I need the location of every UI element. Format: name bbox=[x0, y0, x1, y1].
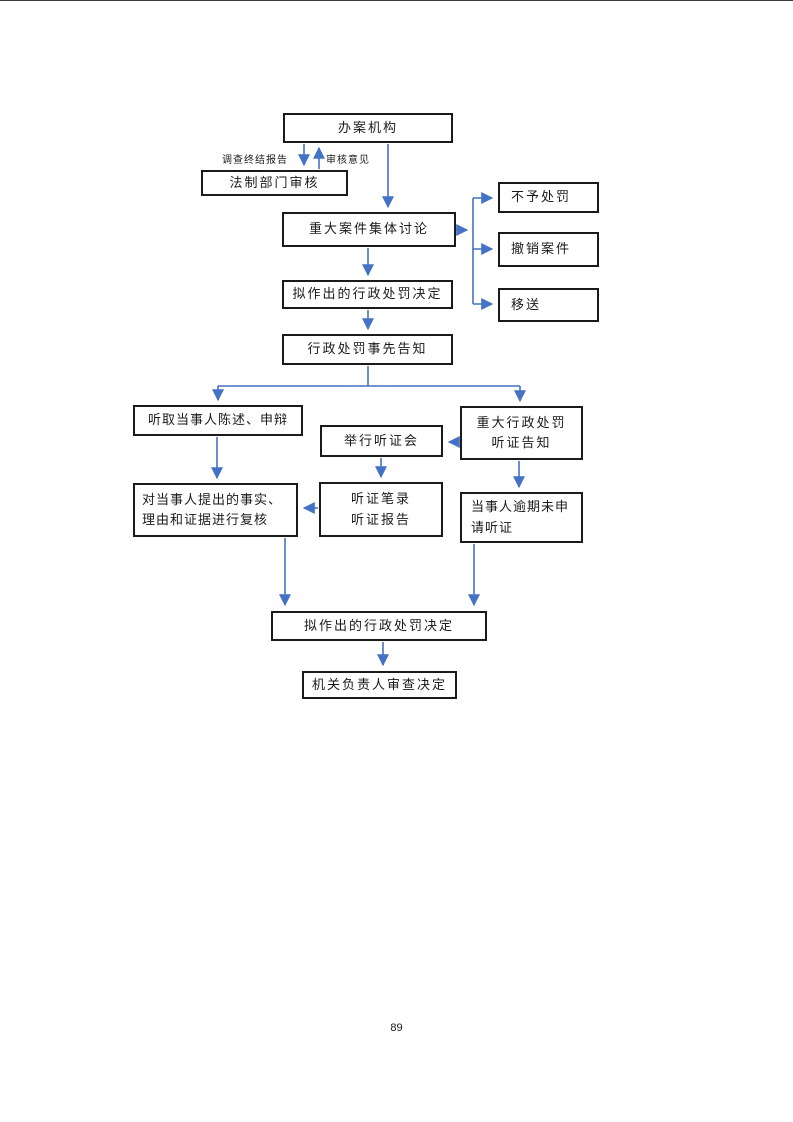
node-label: 法制部门审核 bbox=[229, 174, 320, 190]
flow-connectors bbox=[211, 144, 526, 667]
node-overdue-no-hearing: 当事人逾期未申 请听证 bbox=[460, 492, 583, 543]
node-label: 不予处罚 bbox=[511, 189, 572, 205]
node-withdraw-case: 撤销案件 bbox=[498, 232, 599, 267]
edge-label-review-opinion: 审核意见 bbox=[326, 155, 370, 166]
node-major-case-discussion: 重大案件集体讨论 bbox=[282, 212, 456, 247]
edge-label-investigation-report: 调查终结报告 bbox=[222, 155, 288, 166]
node-label-line1: 重大行政处罚 bbox=[476, 414, 567, 430]
node-label: 拟作出的行政处罚决定 bbox=[303, 617, 454, 633]
node-label-line2: 听证告知 bbox=[491, 435, 552, 450]
node-label: 撤销案件 bbox=[511, 241, 572, 257]
page-top-border bbox=[0, 0, 793, 1]
node-label-line2: 理由和证据进行复核 bbox=[142, 512, 269, 527]
node-case-organ: 办案机构 bbox=[283, 113, 453, 143]
node-hold-hearing: 举行听证会 bbox=[320, 425, 443, 457]
node-proposed-decision-1: 拟作出的行政处罚决定 bbox=[282, 280, 453, 309]
node-label: 举行听证会 bbox=[343, 432, 419, 448]
node-major-penalty-hearing-notice: 重大行政处罚 听证告知 bbox=[460, 406, 583, 460]
node-listen-statement: 听取当事人陈述、申辩 bbox=[133, 405, 303, 436]
node-head-review-decision: 机关负责人审查决定 bbox=[302, 671, 457, 699]
node-prior-notice: 行政处罚事先告知 bbox=[282, 334, 453, 365]
node-label: 机关负责人审查决定 bbox=[311, 676, 447, 692]
penalty-procedure-flowchart: 办案机构 调查终结报告 审核意见 法制部门审核 重大案件集体讨论 不予处罚 撤销… bbox=[133, 113, 599, 699]
node-label-line2: 听证报告 bbox=[350, 511, 411, 527]
node-label: 行政处罚事先告知 bbox=[307, 341, 428, 357]
node-label: 重大案件集体讨论 bbox=[308, 221, 429, 237]
node-legal-dept-review: 法制部门审核 bbox=[201, 170, 348, 196]
page-number: 89 bbox=[390, 1022, 403, 1034]
node-label-line1: 对当事人提出的事实、 bbox=[142, 491, 283, 507]
node-label: 移送 bbox=[511, 296, 542, 312]
node-label-line2: 请听证 bbox=[471, 519, 514, 535]
node-label-line1: 当事人逾期未申 bbox=[471, 499, 570, 515]
node-proposed-decision-2: 拟作出的行政处罚决定 bbox=[271, 611, 487, 641]
node-review-facts: 对当事人提出的事实、 理由和证据进行复核 bbox=[133, 483, 298, 537]
node-label-line1: 听证笔录 bbox=[350, 491, 411, 507]
node-label: 听取当事人陈述、申辩 bbox=[147, 412, 288, 428]
node-no-penalty: 不予处罚 bbox=[498, 182, 599, 213]
node-label: 拟作出的行政处罚决定 bbox=[292, 286, 443, 302]
node-transfer: 移送 bbox=[498, 288, 599, 322]
node-hearing-record: 听证笔录 听证报告 bbox=[319, 482, 443, 537]
node-label: 办案机构 bbox=[337, 119, 398, 135]
